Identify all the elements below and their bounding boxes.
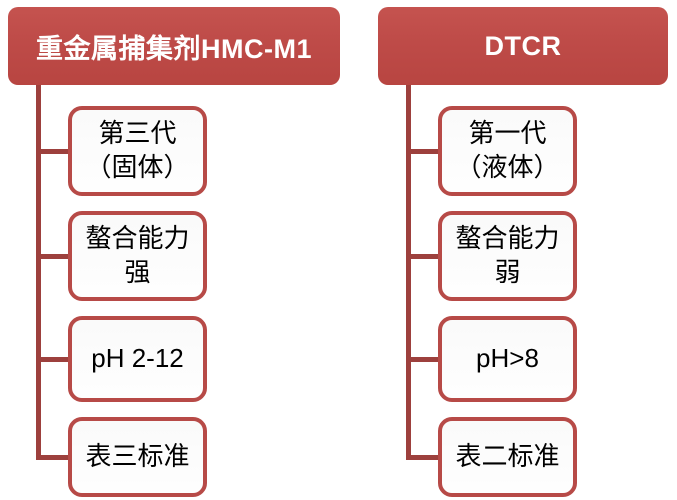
column1-item-ph: pH 2-12 [68,316,207,402]
item-text-line: 第一代 [468,119,547,149]
column2-connector-stub-2 [406,254,438,259]
column1-connector-stub-1 [36,149,68,154]
item-text-line: （固体） [85,153,190,182]
column2-item-chelation: 螯合能力 弱 [438,211,577,301]
item-text-line: 螯合能力 [85,224,190,254]
column1-item-chelation: 螯合能力 强 [68,211,207,301]
item-text-line: pH>8 [476,343,539,374]
column2-connector-stub-4 [406,455,438,460]
column2-item-standard: 表二标准 [438,417,577,497]
item-text-line: 强 [124,258,151,287]
item-text-line: 表二标准 [455,442,560,472]
column1-connector-stub-3 [36,357,68,362]
column1-connector-stub-4 [36,455,68,460]
column2-item-ph: pH>8 [438,316,577,402]
column1-item-generation: 第三代 （固体） [68,106,207,196]
item-text-line: （液体） [455,153,560,182]
column2-header: DTCR [378,7,668,85]
column1-connector-vline [36,85,41,460]
item-text-line: pH 2-12 [91,343,184,374]
column2-connector-vline [406,85,411,460]
column1-header: 重金属捕集剂HMC-M1 [8,7,340,85]
column1-connector-stub-2 [36,254,68,259]
item-text-line: 螯合能力 [455,224,560,254]
column2-connector-stub-1 [406,149,438,154]
item-text-line: 弱 [494,258,521,287]
column2-connector-stub-3 [406,357,438,362]
column2-item-generation: 第一代 （液体） [438,106,577,196]
item-text-line: 表三标准 [85,442,190,472]
column1-item-standard: 表三标准 [68,417,207,497]
item-text-line: 第三代 [98,119,177,149]
